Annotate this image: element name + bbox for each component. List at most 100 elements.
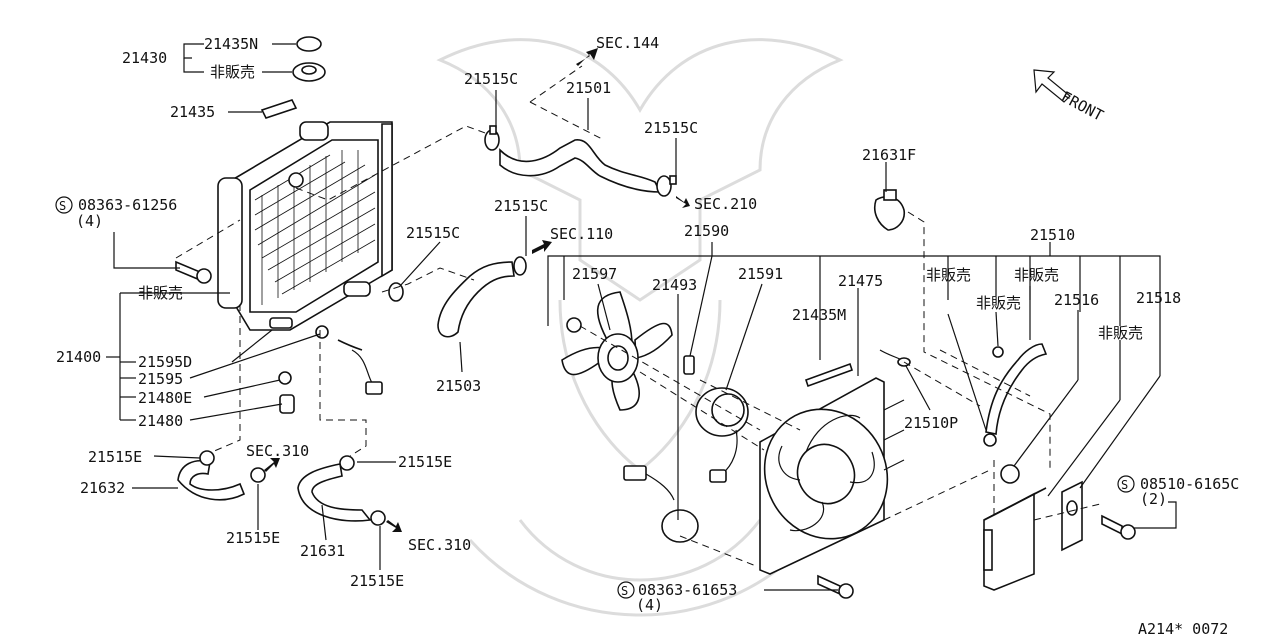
label-21503: 21503 — [436, 377, 481, 395]
label-21515E-b: 21515E — [226, 529, 280, 547]
label-sec210: SEC.210 — [694, 195, 757, 213]
label-21515C-b: 21515C — [644, 119, 698, 137]
label-21518: 21518 — [1136, 289, 1181, 307]
label-21510P: 21510P — [904, 414, 958, 432]
label-21435N: 21435N — [204, 35, 258, 53]
label-nfs-b: 非販売 — [976, 294, 1021, 312]
seal-21435M — [804, 362, 854, 388]
leader-lines — [106, 43, 1177, 591]
hose-21501 — [499, 139, 662, 193]
label-bolt-top-qty: (4) — [76, 212, 103, 230]
hose-21503 — [437, 261, 515, 338]
reservoir-tank-21510 — [983, 487, 1047, 591]
bolt-21493 — [683, 355, 695, 375]
arrow-sec110 — [532, 240, 552, 254]
label-bolt-top: 08363-61256 — [78, 196, 177, 214]
label-21591: 21591 — [738, 265, 783, 283]
label-21515C-c: 21515C — [494, 197, 548, 215]
label-21435M: 21435M — [792, 306, 846, 324]
s-bolt-letter-top: S — [59, 199, 66, 213]
label-21595D: 21595D — [138, 353, 192, 371]
arrow-sec210 — [676, 196, 690, 208]
label-bolt-right-qty: (2) — [1140, 490, 1167, 508]
harness-connector — [623, 465, 699, 543]
label-21493: 21493 — [652, 276, 697, 294]
label-21597: 21597 — [572, 265, 617, 283]
label-21631: 21631 — [300, 542, 345, 560]
reservoir-cap-21516 — [1000, 464, 1020, 484]
drain-parts — [269, 317, 383, 414]
label-21515E-a: 21515E — [88, 448, 142, 466]
label-bolt-right: 08510-6165C — [1140, 475, 1239, 493]
fan-shroud-21475 — [759, 377, 905, 575]
cap-21435N — [296, 36, 322, 52]
s-bolt-icon-top — [55, 196, 73, 214]
label-nfs-rad: 非販売 — [138, 284, 183, 302]
label-21510: 21510 — [1030, 226, 1075, 244]
radiator-core-grid — [254, 150, 376, 305]
bolt-top-left — [175, 260, 212, 284]
label-nfs-d: 非販売 — [1098, 324, 1143, 342]
s-bolt-icon-right — [1117, 475, 1135, 493]
front-arrow-icon — [1033, 69, 1071, 103]
label-21515C-a: 21515C — [464, 70, 518, 88]
clamp-21515C-b — [656, 175, 677, 197]
label-21515E-d: 21515E — [350, 572, 404, 590]
s-bolt-icon-bottom — [617, 581, 635, 599]
hose-21510P — [879, 349, 911, 367]
radiator — [217, 121, 393, 331]
label-plate-21435 — [260, 99, 298, 119]
label-21516: 21516 — [1054, 291, 1099, 309]
label-21595: 21595 — [138, 370, 183, 388]
clip-21631F — [873, 189, 906, 231]
clamp-21515E-a — [199, 450, 215, 466]
fan-nut — [566, 317, 582, 333]
label-nfs-c: 非販売 — [1014, 266, 1059, 284]
dashed-guides — [175, 65, 1101, 567]
fan-motor-21591 — [695, 387, 749, 483]
label-sec144: SEC.144 — [596, 34, 659, 52]
label-21480E: 21480E — [138, 389, 192, 407]
arrow-sec310-a — [264, 458, 280, 472]
label-bolt-bottom-qty: (4) — [636, 596, 663, 614]
label-nfs-a: 非販売 — [926, 266, 971, 284]
label-sec310-b: SEC.310 — [408, 536, 471, 554]
hose-21632 — [177, 460, 246, 501]
cap-seal — [292, 62, 326, 82]
clamp-21515C-a — [484, 125, 500, 151]
label-21435: 21435 — [170, 103, 215, 121]
s-bolt-letter-bottom: S — [621, 584, 628, 598]
reservoir-hose — [983, 343, 1048, 447]
label-21430: 21430 — [122, 49, 167, 67]
clamp-21515E-b — [250, 467, 266, 483]
label-21501: 21501 — [566, 79, 611, 97]
bracket-21518 — [1061, 480, 1083, 552]
label-sec110: SEC.110 — [550, 225, 613, 243]
arrow-sec144 — [576, 48, 598, 66]
clamp-21515E-d — [370, 510, 386, 526]
hose-21631 — [297, 463, 372, 522]
arrow-sec310-b — [386, 520, 402, 532]
diagram-code: A214* 0072 — [1138, 620, 1228, 638]
label-nfs-cap: 非販売 — [210, 63, 255, 81]
label-sec310-a: SEC.310 — [246, 442, 309, 460]
label-21515C-d: 21515C — [406, 224, 460, 242]
clamp-21515C-c — [513, 256, 527, 276]
labels: 21430 21435N 非販売 21435 S 08363-61256 (4)… — [55, 34, 1239, 638]
label-front: FRONT — [1058, 88, 1106, 125]
label-21632: 21632 — [80, 479, 125, 497]
label-21631F: 21631F — [862, 146, 916, 164]
bolt-bottom — [817, 574, 854, 599]
label-21590: 21590 — [684, 222, 729, 240]
label-21400: 21400 — [56, 348, 101, 366]
s-bolt-letter-right: S — [1121, 478, 1128, 492]
fan-21597 — [561, 291, 673, 411]
clamp-21515C-d — [388, 282, 404, 302]
label-21475: 21475 — [838, 272, 883, 290]
clamp-21515E-c — [339, 455, 355, 471]
bolt-right — [1101, 514, 1136, 540]
label-bolt-bottom: 08363-61653 — [638, 581, 737, 599]
label-21480: 21480 — [138, 412, 183, 430]
label-21515E-c: 21515E — [398, 453, 452, 471]
